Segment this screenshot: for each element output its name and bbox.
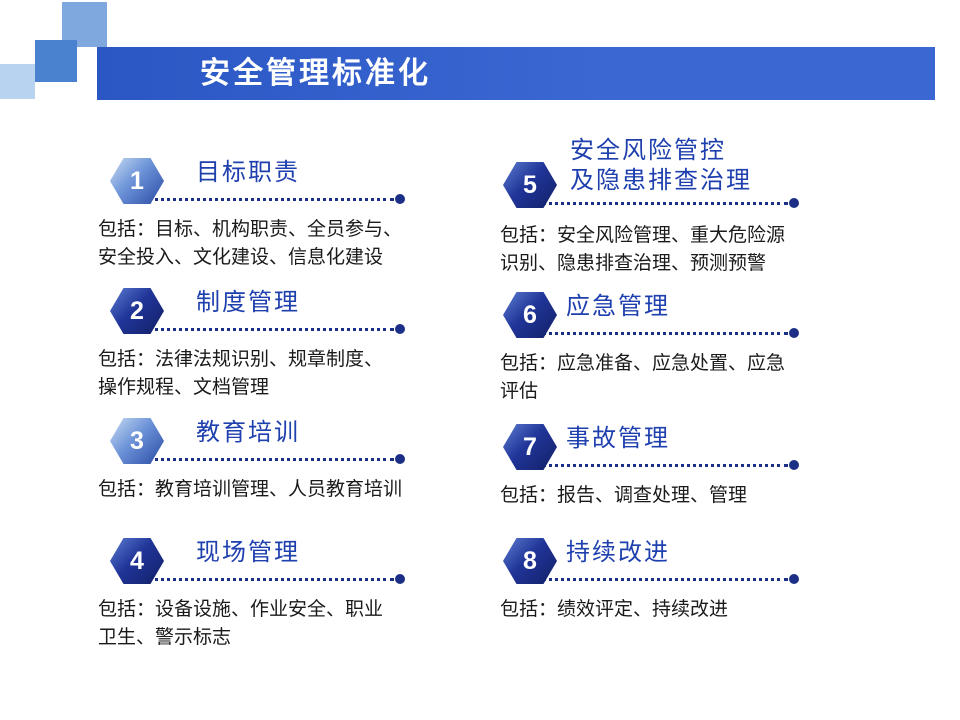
item-title: 事故管理 — [566, 425, 670, 452]
dotted-leader-line — [142, 194, 405, 204]
item-continuous-improvement: 8 持续改进 包括：绩效评定、持续改进 — [498, 538, 848, 668]
item-system-management: 2 制度管理 包括：法律法规识别、规章制度、操作规程、文档管理 — [96, 288, 446, 418]
leader-end-dot — [395, 194, 405, 204]
deco-square-2 — [35, 40, 77, 82]
item-number: 8 — [523, 546, 537, 575]
deco-square-1 — [62, 2, 107, 47]
item-number-hexagon: 1 — [110, 158, 164, 204]
item-target-duties: 1 目标职责 包括：目标、机构职责、全员参与、安全投入、文化建设、信息化建设 — [96, 158, 446, 288]
item-site-management: 4 现场管理 包括：设备设施、作业安全、职业卫生、警示标志 — [96, 538, 446, 668]
item-description: 包括：应急准备、应急处置、应急评估 — [500, 353, 786, 402]
item-description: 包括：教育培训管理、人员教育培训 — [98, 479, 403, 500]
dotted-leader-line — [536, 328, 799, 338]
leader-end-dot — [789, 198, 799, 208]
item-number-hexagon: 4 — [110, 538, 164, 584]
leader-end-dot — [789, 574, 799, 584]
leader-end-dot — [395, 454, 405, 464]
item-emergency-management: 6 应急管理 包括：应急准备、应急处置、应急评估 — [498, 292, 848, 422]
slide-title: 安全管理标准化 — [200, 57, 431, 90]
deco-square-3 — [0, 64, 35, 99]
item-title: 应急管理 — [566, 293, 670, 320]
item-number-hexagon: 5 — [503, 162, 557, 208]
item-number: 4 — [130, 546, 144, 575]
dotted-leader-line — [536, 460, 799, 470]
item-number: 6 — [523, 300, 537, 329]
item-description: 包括：法律法规识别、规章制度、操作规程、文档管理 — [98, 349, 384, 398]
item-description: 包括：安全风险管理、重大危险源识别、隐患排查治理、预测预警 — [500, 225, 786, 274]
item-number: 2 — [130, 296, 144, 325]
leader-end-dot — [395, 574, 405, 584]
item-accident-management: 7 事故管理 包括：报告、调查处理、管理 — [498, 424, 848, 554]
leader-end-dot — [789, 328, 799, 338]
item-description: 包括：报告、调查处理、管理 — [500, 485, 748, 506]
dotted-leader-line — [536, 574, 799, 584]
item-number: 1 — [130, 166, 144, 195]
item-title: 安全风险管控 及隐患排查治理 — [570, 137, 752, 194]
item-title: 现场管理 — [196, 539, 300, 566]
dotted-leader-line — [536, 198, 799, 208]
header-band: 安全管理标准化 — [97, 47, 935, 100]
item-title: 教育培训 — [196, 419, 300, 446]
item-title: 制度管理 — [196, 289, 300, 316]
item-number: 3 — [130, 426, 144, 455]
dotted-leader-line — [142, 574, 405, 584]
item-number-hexagon: 8 — [503, 538, 557, 584]
dotted-leader-line — [142, 324, 405, 334]
leader-end-dot — [789, 460, 799, 470]
item-title: 持续改进 — [566, 539, 670, 566]
item-title: 目标职责 — [196, 159, 300, 186]
leader-end-dot — [395, 324, 405, 334]
item-risk-control: 5 安全风险管控 及隐患排查治理 包括：安全风险管理、重大危险源识别、隐患排查治… — [498, 136, 848, 274]
item-number: 7 — [523, 432, 537, 461]
item-description: 包括：目标、机构职责、全员参与、安全投入、文化建设、信息化建设 — [98, 219, 403, 268]
dotted-leader-line — [142, 454, 405, 464]
item-education-training: 3 教育培训 包括：教育培训管理、人员教育培训 — [96, 418, 446, 548]
item-description: 包括：绩效评定、持续改进 — [500, 599, 729, 620]
item-number: 5 — [523, 170, 537, 199]
item-description: 包括：设备设施、作业安全、职业卫生、警示标志 — [98, 599, 384, 648]
